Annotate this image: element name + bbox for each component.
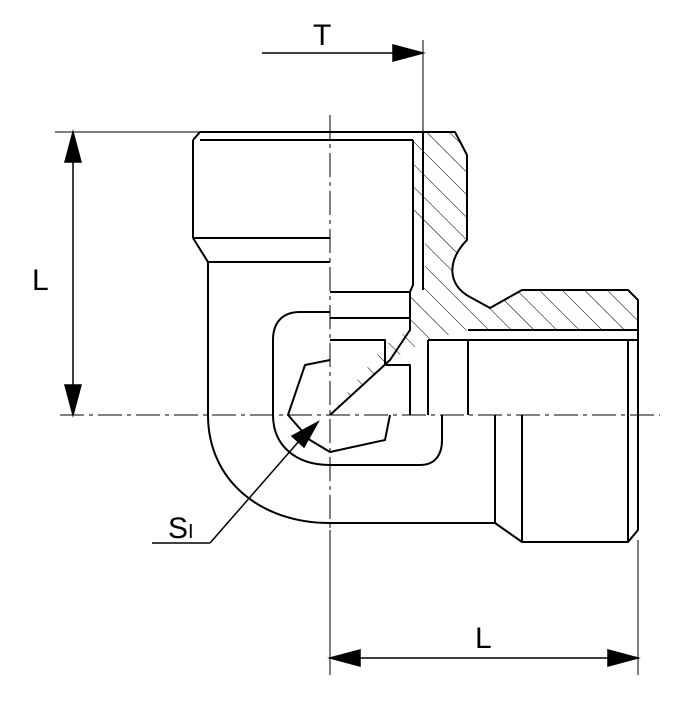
arrow-vertical-l-bottom [64,384,82,418]
top-port-neck [192,237,330,263]
arrow-t [392,44,426,62]
inner-passage [287,359,391,453]
arrow-bottom-l-left [327,649,361,667]
top-port-bore-edge [330,140,414,293]
dim-label-vertical-l: L [32,264,49,297]
top-port-inner-bottom [329,317,411,416]
dim-label-t: T [313,19,331,52]
dim-label-bottom-l: L [475,622,492,655]
arrow-leader-s [290,420,320,449]
inner-cavity [272,311,443,466]
dim-label-leader-sub: I [188,521,194,543]
leader-line-s [209,439,301,544]
arrow-bottom-l-right [607,649,641,667]
right-port-bore [330,339,411,415]
body-outer-curve [207,262,495,524]
section-hatch [330,132,638,415]
top-port-outline [192,131,639,420]
arrow-vertical-l-top [64,129,82,163]
dim-label-leader: SI [168,512,194,545]
right-port-outline [494,415,639,543]
dim-label-leader-main: S [168,512,188,545]
